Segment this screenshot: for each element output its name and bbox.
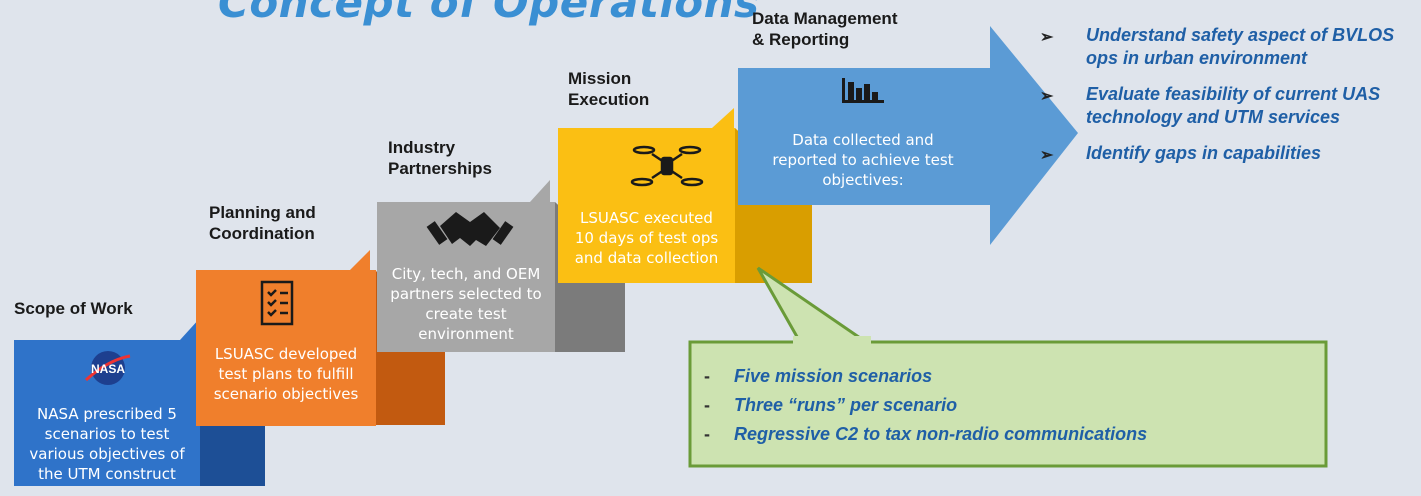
- step-label-mission-execution: Mission Execution: [568, 69, 650, 109]
- step-2-corner-shadow: [350, 250, 370, 270]
- bar-chart-icon: [842, 78, 884, 103]
- objective-item: ➢Understand safety aspect of BVLOS ops i…: [1040, 25, 1395, 68]
- arrow-bullet-icon: ➢: [1040, 147, 1054, 164]
- nasa-logo-icon: NASA: [84, 351, 131, 385]
- step-label-data-management: Data Management & Reporting: [752, 9, 898, 49]
- step-label-planning-coordination: Planning and Coordination: [209, 203, 316, 243]
- step-2-box: LSUASC developed test plans to fulfill s…: [196, 340, 376, 420]
- arrow-bullet-icon: ➢: [1040, 29, 1054, 46]
- callout-item: -Three “runs” per scenario: [704, 395, 958, 415]
- handshake-icon: [426, 212, 514, 246]
- drone-icon: [630, 145, 704, 187]
- callout-item: -Five mission scenarios: [704, 366, 933, 386]
- step-2-description: LSUASC developed test plans to fulfill s…: [213, 345, 359, 403]
- step-5-description: Data collected and reported to achieve t…: [772, 131, 954, 189]
- step-label-industry-partnerships: Industry Partnerships: [388, 138, 492, 178]
- step-1-description: NASA prescribed 5 scenarios to test vari…: [29, 405, 185, 483]
- callout-box: [688, 340, 1328, 468]
- checklist-icon: [260, 280, 294, 326]
- step-label-scope-of-work: Scope of Work: [14, 299, 133, 318]
- svg-text:NASA: NASA: [91, 362, 125, 376]
- slide-title: Concept of Operations: [218, 0, 760, 27]
- step-5-box: Data collected and reported to achieve t…: [738, 128, 988, 198]
- step-3-box: City, tech, and OEM partners selected to…: [377, 260, 555, 350]
- step-1-corner-shadow: [180, 318, 200, 340]
- step-1-box: NASA prescribed 5 scenarios to test vari…: [14, 400, 200, 486]
- step-4-box: LSUASC executed 10 days of test ops and …: [558, 206, 735, 276]
- step-3-corner-shadow: [530, 180, 550, 202]
- callout-item: -Regressive C2 to tax non-radio communic…: [704, 424, 1148, 444]
- objective-item: ➢Evaluate feasibility of current UAS tec…: [1040, 84, 1381, 127]
- step-5-arrow: [738, 26, 1078, 245]
- step-4-corner-shadow: [712, 108, 734, 128]
- callout-list: -Five mission scenarios -Three “runs” pe…: [704, 362, 1334, 449]
- step-4-description: LSUASC executed 10 days of test ops and …: [574, 209, 719, 267]
- objectives-list: ➢Understand safety aspect of BVLOS ops i…: [1040, 24, 1420, 178]
- arrow-bullet-icon: ➢: [1040, 88, 1054, 105]
- step-2-panel: [196, 270, 376, 426]
- step-3-description: City, tech, and OEM partners selected to…: [390, 265, 542, 343]
- objective-item: ➢Identify gaps in capabilities: [1040, 142, 1420, 165]
